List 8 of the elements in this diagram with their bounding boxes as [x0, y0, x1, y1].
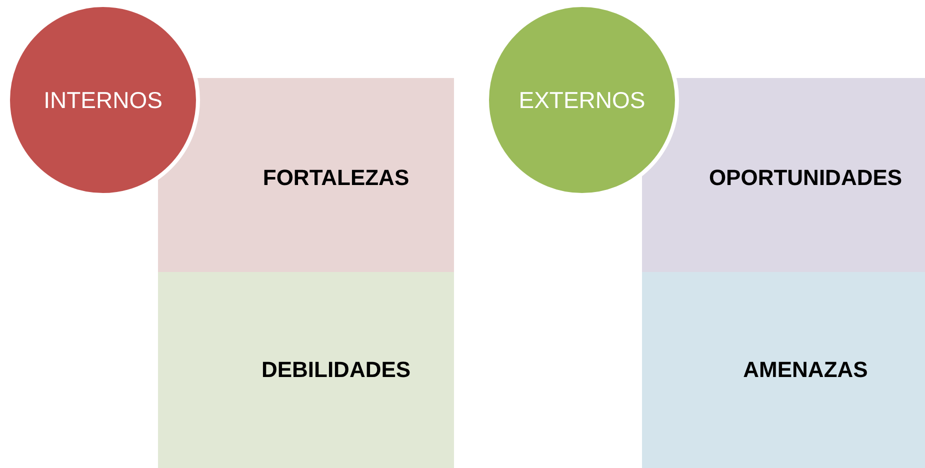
quadrant-panel: [642, 272, 925, 468]
quadrant-label: FORTALEZAS: [262, 165, 410, 191]
quadrant-panel: [158, 272, 454, 468]
category-label: EXTERNOS: [518, 86, 646, 114]
quadrant-label: AMENAZAS: [743, 357, 868, 383]
quadrant-label: DEBILIDADES: [261, 357, 411, 383]
quadrant-label: OPORTUNIDADES: [708, 165, 902, 191]
category-label: INTERNOS: [44, 86, 162, 114]
